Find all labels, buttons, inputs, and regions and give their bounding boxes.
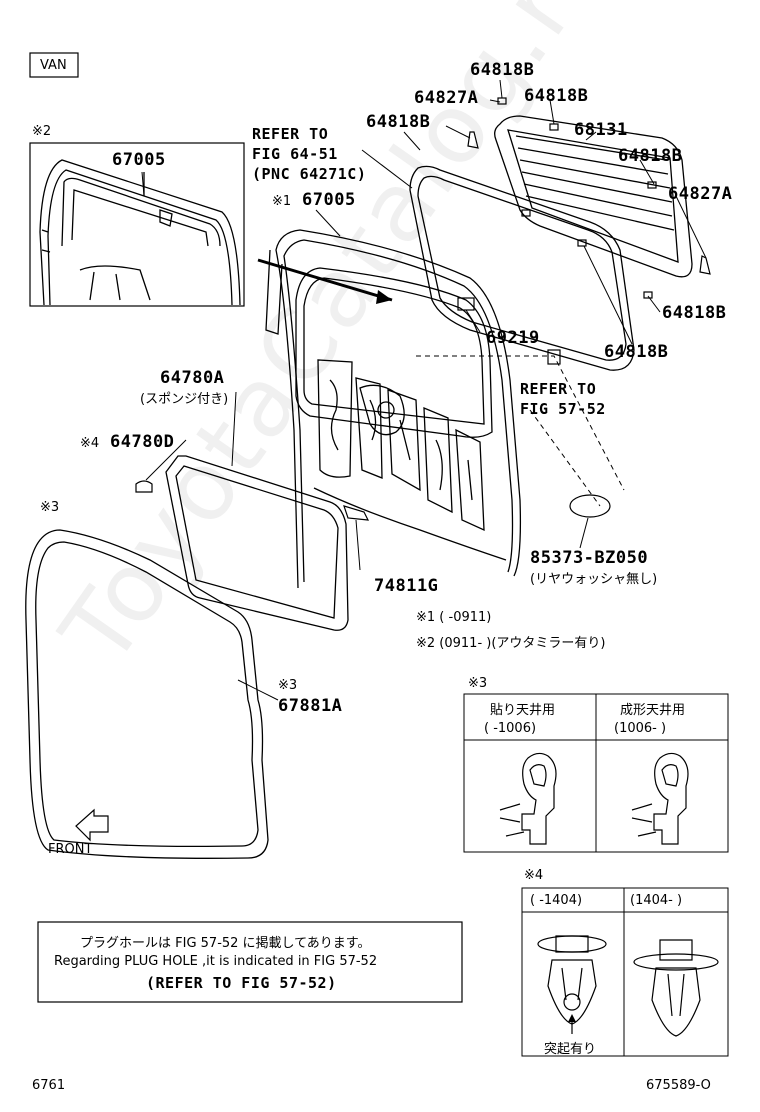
table-4-grid [521, 887, 729, 1057]
leader-lines [141, 79, 707, 701]
inset-door-illustration [39, 159, 241, 306]
footer-left: 6761 [32, 1078, 66, 1093]
label-67005: 67005 [302, 190, 356, 210]
inset-box [29, 142, 245, 307]
table3-col1-title: 貼り天井用 [490, 703, 556, 718]
ref1-line2: FIG 64-51 [252, 145, 338, 163]
front-arrow [75, 808, 109, 842]
note-1: ※1 ( -0911) [416, 610, 492, 625]
inset-mark: ※2 [32, 124, 52, 139]
label-67881A-mark: ※3 [278, 678, 298, 693]
label-85373-note: (リヤウォッシャ無し) [530, 572, 658, 587]
table3-col2-range: (1006- ) [614, 721, 667, 736]
label-64818B-top: 64818B [470, 60, 535, 80]
label-68131: 68131 [574, 120, 628, 140]
rear-glass [494, 115, 693, 278]
back-door-illustration [265, 229, 522, 589]
ref2-line1: REFER TO [520, 380, 597, 398]
label-64780D-mark: ※4 [80, 436, 100, 451]
notice-line1: プラグホールは FIG 57-52 に掲載してあります。 [80, 936, 371, 951]
label-64827A-right: 64827A [668, 184, 733, 204]
note-2: ※2 (0911- )(アウタミラー有り) [416, 636, 606, 651]
label-74811G: 74811G [374, 576, 439, 596]
footer-right: 675589-O [646, 1078, 711, 1093]
notice-line2: Regarding PLUG HOLE ,it is indicated in … [54, 954, 378, 969]
clip-right [633, 939, 719, 1037]
label-64827A-left: 64827A [414, 88, 479, 108]
notice-line3: (REFER TO FIG 57-52) [146, 974, 337, 992]
door-arrow [257, 258, 393, 304]
clip-left [537, 935, 607, 1034]
door-glass-frame [409, 165, 635, 371]
label-64780A: 64780A [160, 368, 225, 388]
label-64818B-right-low: 64818B [662, 303, 727, 323]
label-64818B-right-mid: 64818B [618, 146, 683, 166]
label-64780A-note: (スポンジ付き) [140, 392, 229, 407]
table3-col1-range: ( -1006) [484, 721, 537, 736]
table-3-grid [463, 693, 729, 853]
table3-mark: ※3 [468, 676, 488, 691]
label-64818B-bottom: 64818B [604, 342, 669, 362]
label-64780D: 64780D [110, 432, 175, 452]
table3-col2-title: 成形天井用 [620, 703, 686, 718]
van-tag-box [29, 52, 79, 78]
label-69219: 69219 [486, 328, 540, 348]
table4-col1-range: ( -1404) [530, 893, 583, 908]
seal-mark: ※3 [40, 500, 60, 515]
table4-mark: ※4 [524, 868, 544, 883]
garnish-panel [165, 455, 349, 631]
notice-box [37, 921, 463, 1003]
label-67881A: 67881A [278, 696, 343, 716]
label-67005-inset: 67005 [112, 150, 166, 170]
label-67005-mark: ※1 [272, 194, 292, 209]
table4-col2-range: (1404- ) [630, 893, 683, 908]
seal-profile-left [499, 752, 557, 845]
clip-64818B-top [497, 97, 507, 105]
ref1-line3: (PNC 64271C) [252, 165, 367, 183]
ref1-line1: REFER TO [252, 125, 329, 143]
label-85373: 85373-BZ050 [530, 548, 649, 568]
front-label: FRONT [48, 842, 93, 857]
table4-col1-caption: 突起有り [544, 1042, 597, 1057]
ref2-line2: FIG 57-52 [520, 400, 606, 418]
label-64818B-left: 64818B [366, 112, 431, 132]
weatherstrip [25, 529, 269, 859]
label-64818B-right-top: 64818B [524, 86, 589, 106]
van-tag: VAN [40, 58, 67, 73]
seal-profile-right [631, 752, 689, 845]
